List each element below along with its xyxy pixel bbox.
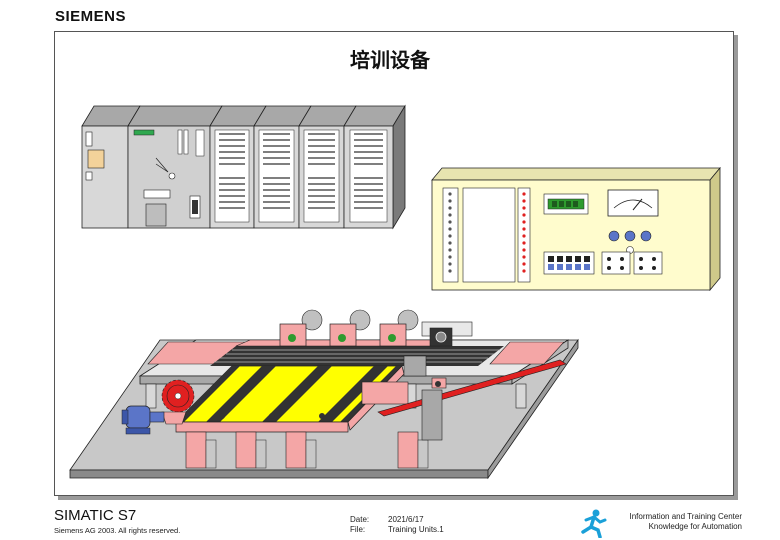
motor-icon bbox=[121, 405, 165, 435]
sawblade-icon bbox=[161, 379, 195, 425]
file-value: Training Units.1 bbox=[388, 525, 444, 534]
copyright-text: Siemens AG 2003. All rights reserved. bbox=[54, 526, 181, 535]
conveyor-model-icon bbox=[69, 309, 579, 480]
date-label: Date: bbox=[350, 515, 370, 524]
center-tagline: Knowledge for Automation bbox=[648, 522, 742, 531]
plc-rack-icon bbox=[81, 104, 406, 230]
product-name: SIMATIC S7 bbox=[54, 507, 137, 524]
running-figure-icon bbox=[581, 509, 607, 538]
siemens-logo: SIEMENS bbox=[55, 8, 127, 25]
date-value: 2021/6/17 bbox=[388, 515, 424, 524]
center-name: Information and Training Center bbox=[629, 512, 742, 521]
page-title: 培训设备 bbox=[350, 48, 430, 72]
control-panel-icon bbox=[431, 166, 721, 292]
file-label: File: bbox=[350, 525, 366, 534]
